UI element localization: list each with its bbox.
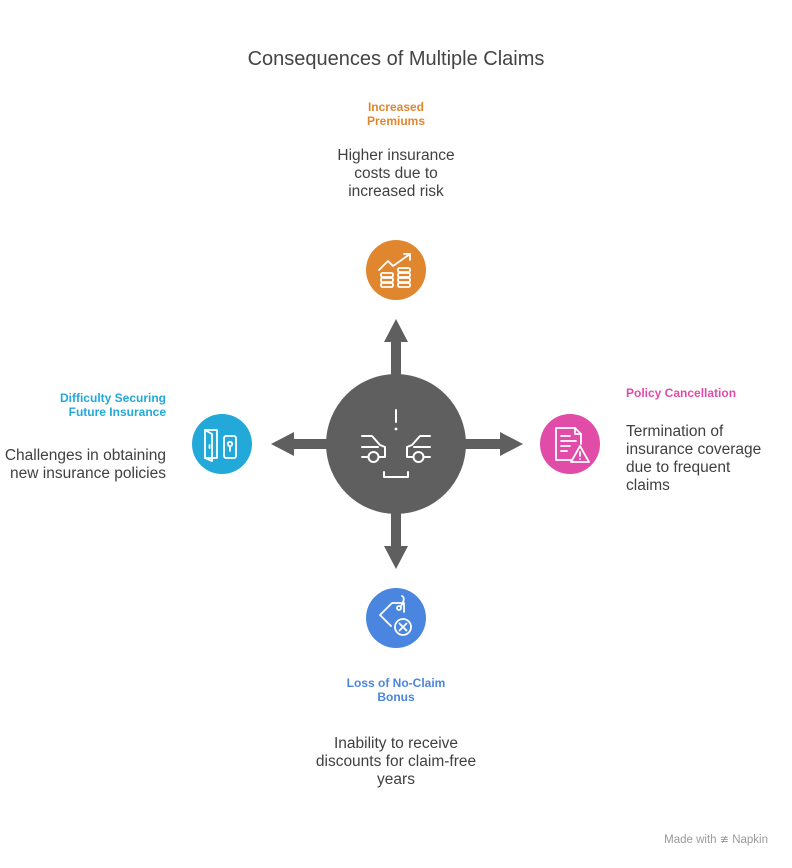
car-collision-icon bbox=[361, 409, 431, 478]
difficulty-securing-insurance-label-line1: Difficulty Securing bbox=[59, 391, 166, 405]
difficulty-securing-insurance-description: Challenges in obtaining new insurance po… bbox=[0, 447, 166, 483]
loss-no-claim-bonus-desc-line1: Inability to receive bbox=[333, 735, 459, 752]
policy-cancellation-description: Termination of insurance coverage due to… bbox=[626, 423, 786, 495]
arrow-up bbox=[384, 319, 408, 380]
loss-no-claim-bonus-label: Loss of No-Claim Bonus bbox=[296, 676, 496, 704]
increased-premiums-node bbox=[366, 240, 426, 300]
arrow-right bbox=[462, 432, 523, 456]
increased-premiums-desc-line2: costs due to bbox=[354, 165, 438, 182]
loss-no-claim-bonus-label-line2: Bonus bbox=[377, 690, 415, 704]
difficulty-securing-insurance-desc-line1: Challenges in obtaining bbox=[4, 447, 166, 464]
difficulty-securing-insurance-desc-line2: new insurance policies bbox=[10, 465, 166, 482]
loss-no-claim-bonus-desc-line2: discounts for claim-free bbox=[315, 753, 477, 770]
document-warning-icon bbox=[555, 427, 590, 463]
loss-no-claim-bonus-description: Inability to receive discounts for claim… bbox=[266, 735, 526, 789]
policy-cancellation-label: Policy Cancellation bbox=[626, 386, 786, 400]
policy-cancellation-desc-line4: claims bbox=[626, 477, 670, 494]
policy-cancellation-node bbox=[540, 414, 600, 474]
increased-premiums-label-line1: Increased bbox=[367, 100, 425, 114]
difficulty-securing-insurance-node bbox=[192, 414, 252, 474]
increased-premiums-label-line2: Premiums bbox=[366, 114, 426, 128]
increased-premiums-label: Increased Premiums bbox=[296, 100, 496, 128]
loss-no-claim-bonus-node bbox=[366, 588, 426, 648]
difficulty-securing-insurance-label: Difficulty Securing Future Insurance bbox=[6, 391, 166, 419]
napkin-logo-icon: ≇ bbox=[719, 834, 729, 846]
difficulty-securing-insurance-label-line2: Future Insurance bbox=[68, 405, 166, 419]
footer-prefix: Made with bbox=[664, 834, 717, 846]
footer-brand: Napkin bbox=[732, 834, 768, 846]
arrow-left bbox=[271, 432, 332, 456]
policy-cancellation-label-line1: Policy Cancellation bbox=[626, 386, 737, 400]
increased-premiums-desc-line1: Higher insurance bbox=[337, 147, 455, 164]
hub-circle bbox=[326, 374, 466, 514]
door-lock-icon bbox=[204, 429, 237, 462]
tag-remove-icon bbox=[379, 595, 412, 636]
policy-cancellation-desc-line3: due to frequent bbox=[626, 459, 731, 476]
policy-cancellation-desc-line1: Termination of bbox=[626, 423, 724, 440]
increased-premiums-description: Higher insurance costs due to increased … bbox=[266, 147, 526, 201]
arrow-down bbox=[384, 510, 408, 569]
policy-cancellation-desc-line2: insurance coverage bbox=[626, 441, 762, 458]
loss-no-claim-bonus-label-line1: Loss of No-Claim bbox=[346, 676, 446, 690]
trending-coins-icon bbox=[378, 253, 411, 288]
loss-no-claim-bonus-desc-line3: years bbox=[377, 771, 415, 788]
made-with-napkin-footer[interactable]: Made with ≇ Napkin bbox=[664, 833, 768, 846]
arrows bbox=[271, 319, 523, 569]
increased-premiums-desc-line3: increased risk bbox=[348, 183, 444, 200]
diagram-title: Consequences of Multiple Claims bbox=[247, 48, 545, 70]
